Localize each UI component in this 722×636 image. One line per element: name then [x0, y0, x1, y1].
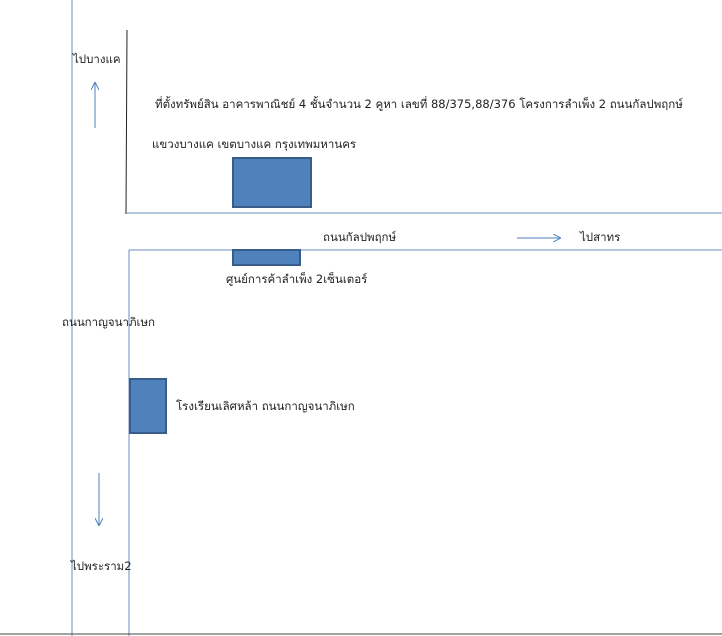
label-kanchanaphisek-road: ถนนกาญจนาภิเษก: [62, 315, 156, 329]
label-lamphueng-center: ศูนย์การค้าลำเพ็ง 2เซ็นเตอร์: [226, 272, 368, 286]
label-kanlapaphruek-road: ถนนกัลปพฤกษ์: [323, 230, 397, 244]
property-address-line1: ที่ตั้งทรัพย์สิน อาคารพาณิชย์ 4 ชั้นจำนว…: [155, 97, 683, 111]
property-side-boundary: [125, 29, 128, 215]
property-box: [232, 157, 312, 208]
lamphueng-center-box: [232, 249, 301, 266]
label-to-sathorn: ไปสาทร: [580, 230, 621, 244]
label-school: โรงเรียนเลิศหล้า ถนนกาญจนาภิเษก: [176, 399, 355, 413]
school-box: [129, 378, 167, 434]
label-to-bang-khae: ไปบางแค: [73, 52, 121, 66]
property-address-line2: แขวงบางแค เขตบางแค กรุงเทพมหานคร: [152, 137, 357, 151]
label-to-phra-ram2: ไปพระราม2: [71, 559, 132, 573]
